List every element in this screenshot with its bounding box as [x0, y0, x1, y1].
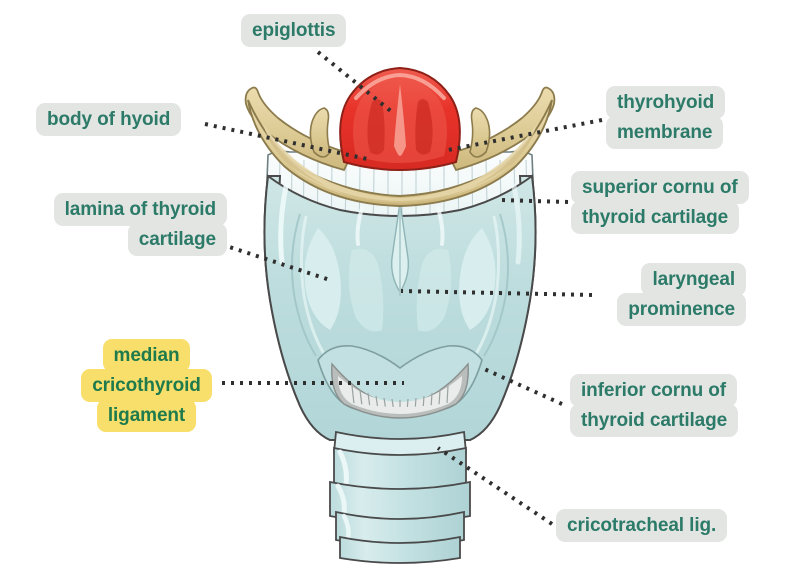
- label-inferior-cornu-of-thyroid-cartilage-line-2: thyroid cartilage: [570, 404, 739, 437]
- label-median-cricothyroid-ligament-line-1: median: [102, 339, 191, 372]
- label-inferior-cornu-of-thyroid-cartilage[interactable]: inferior cornu of thyroid cartilage: [570, 374, 739, 437]
- label-thyrohyoid-membrane[interactable]: thyrohyoid membrane: [606, 86, 726, 149]
- label-inferior-cornu-of-thyroid-cartilage-line-1: inferior cornu of: [570, 374, 738, 407]
- label-laryngeal-prominence[interactable]: laryngeal prominence: [594, 263, 746, 326]
- label-cricotracheal-ligament[interactable]: cricotracheal lig.: [556, 509, 728, 542]
- label-thyrohyoid-membrane-line-1: thyrohyoid: [606, 86, 726, 119]
- label-median-cricothyroid-ligament[interactable]: median cricothyroid ligament: [79, 339, 214, 432]
- label-laryngeal-prominence-line-1: laryngeal: [641, 263, 746, 296]
- label-laryngeal-prominence-line-2: prominence: [617, 293, 746, 326]
- label-superior-cornu-of-thyroid-cartilage-line-2: thyroid cartilage: [571, 201, 740, 234]
- epiglottis-structure: [339, 66, 461, 172]
- trachea-structure: [329, 430, 471, 564]
- label-epiglottis[interactable]: epiglottis: [241, 14, 347, 47]
- label-median-cricothyroid-ligament-line-2: cricothyroid: [81, 369, 212, 402]
- label-superior-cornu-of-thyroid-cartilage[interactable]: superior cornu of thyroid cartilage: [571, 171, 749, 234]
- median-cricothyroid-ligament-structure: [331, 362, 469, 419]
- label-superior-cornu-of-thyroid-cartilage-line-1: superior cornu of: [571, 171, 749, 204]
- label-lamina-of-thyroid-cartilage-line-1: lamina of thyroid: [53, 193, 227, 226]
- label-lamina-of-thyroid-cartilage-line-2: cartilage: [127, 223, 227, 256]
- label-body-of-hyoid-line-1: body of hyoid: [36, 103, 182, 136]
- label-cricotracheal-ligament-line-1: cricotracheal lig.: [556, 509, 728, 542]
- label-body-of-hyoid[interactable]: body of hyoid: [36, 103, 182, 136]
- label-epiglottis-line-1: epiglottis: [241, 14, 347, 47]
- label-lamina-of-thyroid-cartilage[interactable]: lamina of thyroid cartilage: [15, 193, 227, 256]
- label-thyrohyoid-membrane-line-2: membrane: [606, 116, 724, 149]
- label-median-cricothyroid-ligament-line-3: ligament: [96, 399, 197, 432]
